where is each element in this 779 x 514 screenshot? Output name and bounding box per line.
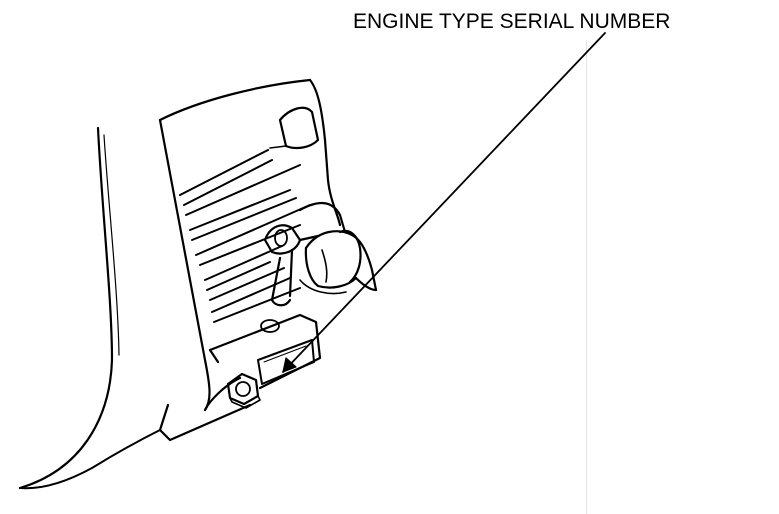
arrow-head-icon xyxy=(282,357,297,373)
page-divider xyxy=(586,40,587,514)
base-bracket xyxy=(158,313,322,442)
mounting-bolt xyxy=(226,372,261,409)
engine-cover xyxy=(18,118,211,490)
oil-cap-knob xyxy=(299,229,378,295)
engine-type-serial-number-label: ENGINE TYPE SERIAL NUMBER xyxy=(353,10,671,33)
crankcase-body xyxy=(158,78,342,227)
control-lever xyxy=(263,202,347,307)
serial-number-plate xyxy=(257,339,315,385)
callout-leader-line xyxy=(282,32,606,373)
